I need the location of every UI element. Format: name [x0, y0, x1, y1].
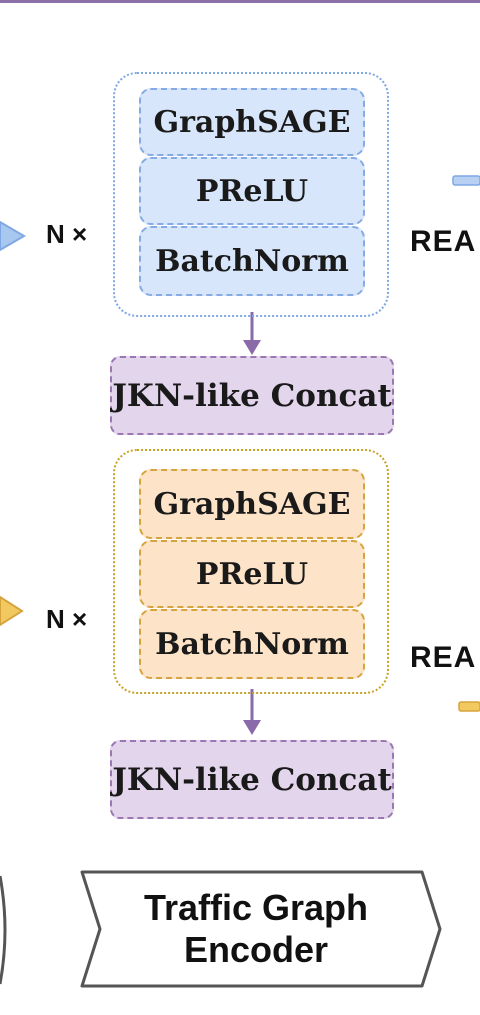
- concat-block-top: JKN-like Concat: [110, 356, 394, 435]
- encoder-label-line1: Traffic Graph: [143, 886, 369, 928]
- concat-block-bottom: JKN-like Concat: [110, 740, 394, 819]
- gold-output-connector: [458, 701, 480, 712]
- blue-output-connector: [452, 175, 480, 186]
- encoder-label-line2: Encoder: [183, 929, 329, 970]
- blue-layer-group: [113, 72, 389, 317]
- graphsage-block-top: GraphSAGE: [139, 88, 365, 156]
- graphsage-block-bottom: GraphSAGE: [139, 469, 365, 539]
- encoder-label: Traffic Graph Encoder: [70, 870, 442, 988]
- blue-input-arrowhead: [0, 220, 26, 252]
- batchnorm-block-top: BatchNorm: [139, 226, 365, 296]
- gold-input-arrowhead: [0, 595, 24, 627]
- gold-layer-group: [113, 449, 389, 694]
- rea-label-bottom: REA: [410, 641, 477, 674]
- repeat-label-top: N ×: [46, 219, 88, 249]
- top-divider: [0, 0, 480, 3]
- adjacent-shape-edge: [0, 875, 7, 985]
- encoder-chevron-shape: [80, 870, 442, 988]
- flow-arrow-head-top: [243, 340, 261, 355]
- rea-label-top: REA: [410, 225, 477, 258]
- prelu-block-bottom: PReLU: [139, 540, 365, 608]
- batchnorm-block-bottom: BatchNorm: [139, 609, 365, 679]
- repeat-label-bottom: N ×: [46, 604, 88, 634]
- flow-arrow-head-bottom: [243, 720, 261, 735]
- prelu-block-top: PReLU: [139, 157, 365, 225]
